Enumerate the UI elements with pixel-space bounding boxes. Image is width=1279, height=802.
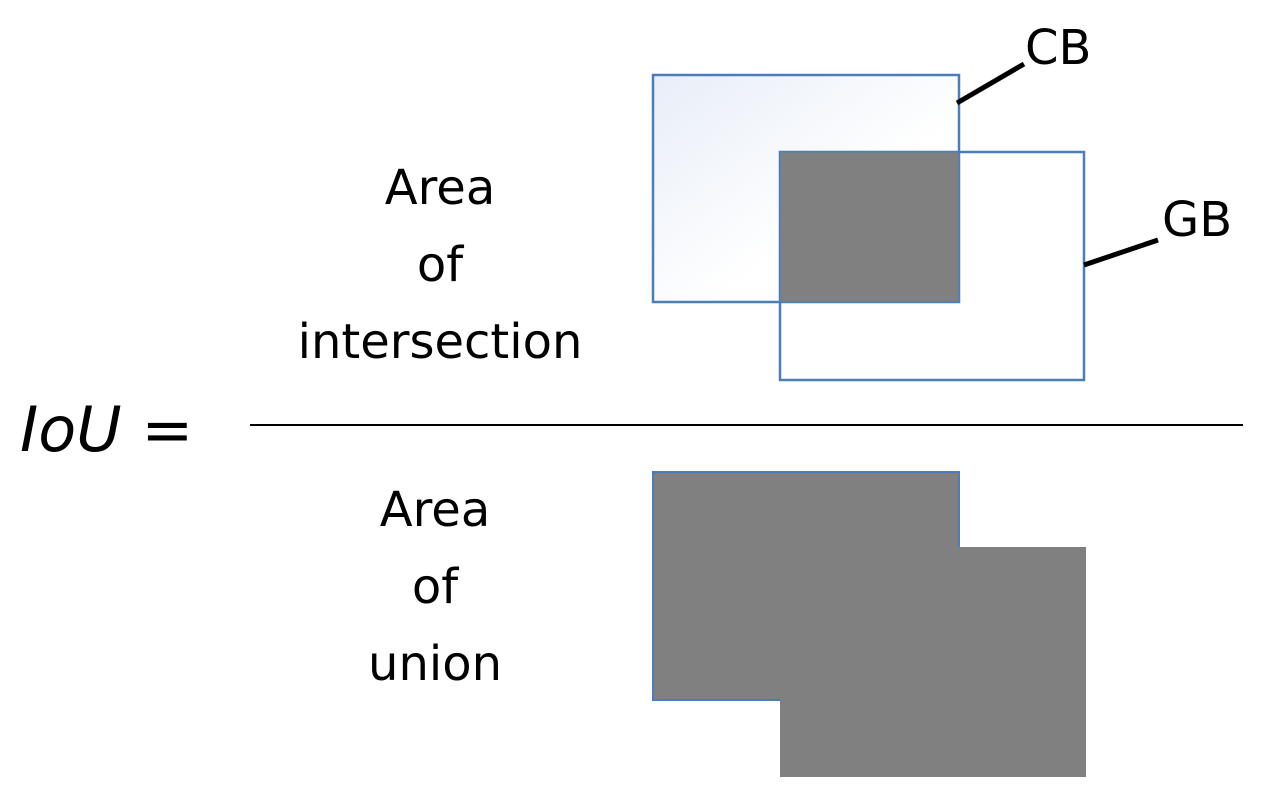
numerator-line-2: of: [416, 237, 464, 293]
iou-symbol: IoU: [20, 393, 122, 466]
denominator-line-1: Area: [379, 482, 491, 538]
denominator-label: Area of union: [275, 472, 595, 703]
numerator-label: Area of intersection: [280, 150, 600, 381]
iou-formula-lhs: IoU =: [20, 385, 220, 475]
denominator-line-3: union: [368, 636, 502, 692]
intersection-area: [779, 151, 960, 303]
gb-leader-line: [1083, 237, 1159, 268]
union-outline: [652, 471, 960, 701]
union-illustration: [652, 471, 1086, 777]
cb-label: CB: [1025, 20, 1092, 76]
union-area: [653, 472, 1086, 777]
numerator-line-3: intersection: [297, 314, 583, 370]
intersection-illustration: [651, 73, 1086, 382]
cb-leader-line: [955, 61, 1026, 106]
equals-sign: =: [141, 393, 194, 466]
denominator-line-2: of: [411, 559, 459, 615]
fraction-bar: [250, 424, 1243, 426]
gb-label: GB: [1162, 192, 1233, 248]
numerator-line-1: Area: [384, 160, 496, 216]
